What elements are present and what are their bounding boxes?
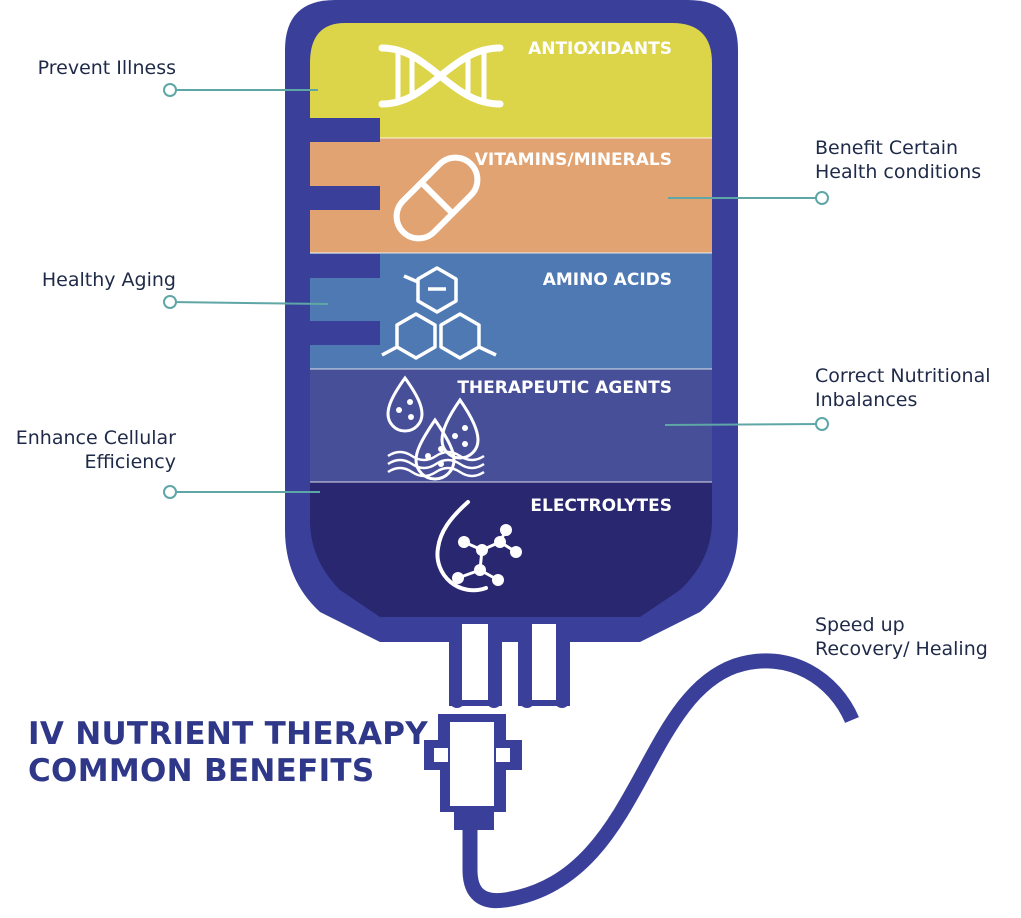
- layer-label-amino-acids: AMINO ACIDS: [543, 270, 672, 290]
- layer-label-therapeutic-agents: THERAPEUTIC AGENTS: [457, 378, 672, 398]
- dna-icon: [378, 44, 504, 108]
- page-title: IV NUTRIENT THERAPY COMMON BENEFITS: [28, 716, 428, 790]
- electrolyte-drop-icon: [435, 500, 522, 593]
- title-line-1: IV NUTRIENT THERAPY: [28, 716, 429, 752]
- layer-band-therapeutic-agents: [310, 369, 712, 482]
- capsule-icon: [393, 154, 481, 242]
- benefit-prevent-illness: Prevent Illness: [37, 57, 176, 79]
- benefit-connectors: [163, 83, 829, 499]
- layer-label-vitamins-minerals: VITAMINS/MINERALS: [475, 150, 672, 170]
- measurement-ticks: [300, 118, 380, 345]
- benefit-enhance-cellular-efficiency: Enhance Cellular Efficiency: [15, 427, 176, 473]
- layer-label-antioxidants: ANTIOXIDANTS: [528, 39, 672, 59]
- title-line-2: COMMON BENEFITS: [28, 753, 375, 789]
- molecule-icon: [381, 266, 497, 360]
- drops-icon: [386, 375, 485, 481]
- iv-tube: [462, 653, 859, 909]
- benefit-correct-nutritional-inbalances: Correct Nutritional Inbalances: [815, 365, 991, 411]
- iv-tube-ports: [449, 618, 570, 706]
- benefit-certain-health-conditions: Benefit Certain Health conditions: [815, 137, 982, 183]
- layer-label-electrolytes: ELECTROLYTES: [530, 496, 672, 516]
- benefit-speed-up-recovery: Speed up Recovery/ Healing: [815, 614, 988, 660]
- benefit-healthy-aging: Healthy Aging: [41, 269, 176, 291]
- drip-chamber: [424, 714, 522, 830]
